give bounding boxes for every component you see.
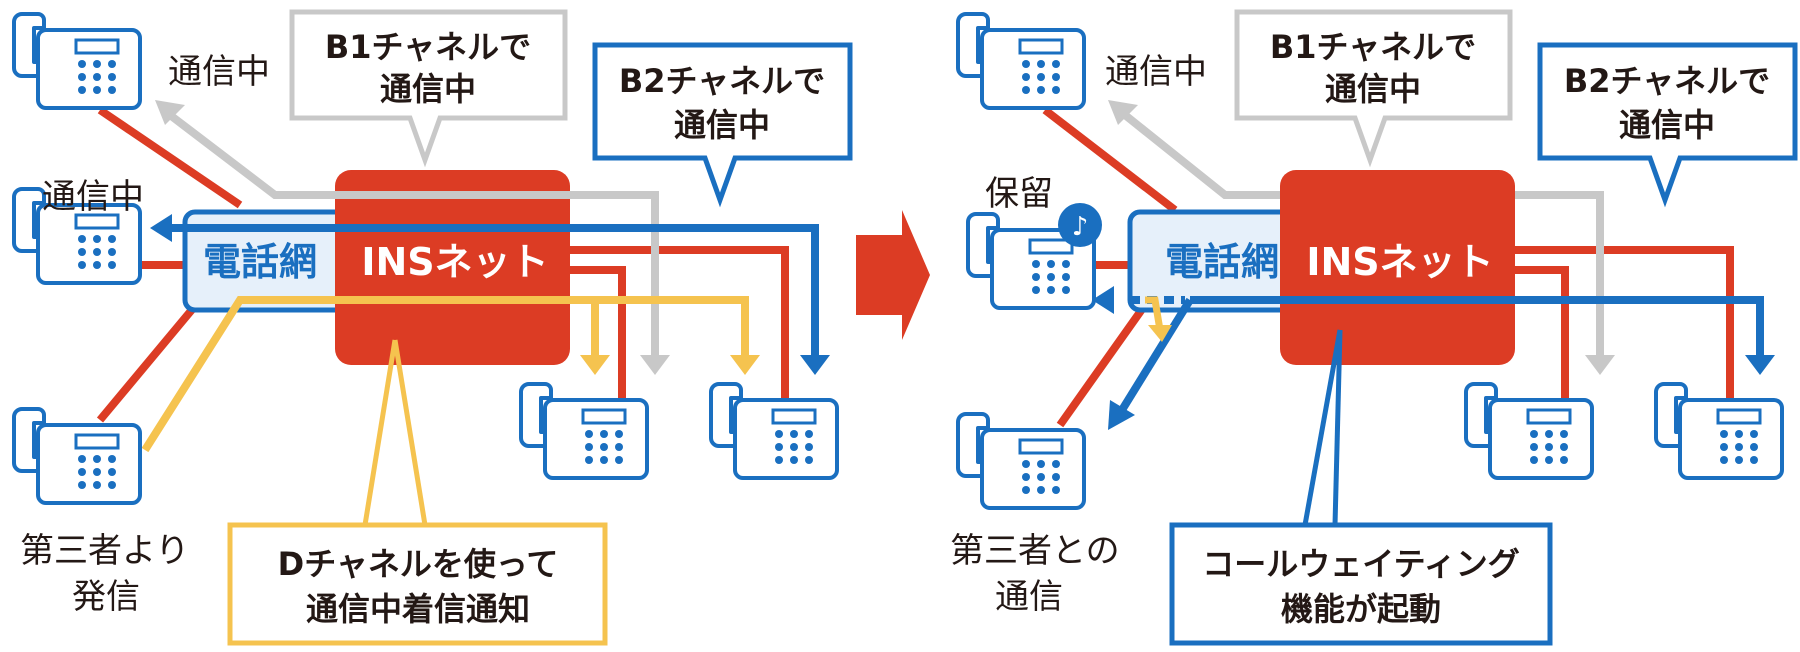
left-phone-mid-label: 通信中 bbox=[42, 177, 144, 217]
left-ins-box bbox=[335, 170, 570, 365]
right-phone-top bbox=[956, 12, 1086, 110]
left-phone-bottom-label-2: 発信 bbox=[72, 577, 140, 617]
right-callout-b1-line1: B1チャネルで bbox=[1270, 28, 1476, 66]
left-red-lines bbox=[96, 106, 789, 423]
svg-text:♪: ♪ bbox=[1072, 212, 1089, 242]
left-phone-recv-2 bbox=[709, 382, 839, 480]
left-ins-label: INSネット bbox=[361, 240, 548, 284]
left-callout-d bbox=[227, 339, 608, 646]
left-blue-line bbox=[150, 214, 830, 375]
right-phone-recv-2 bbox=[1654, 382, 1784, 480]
left-diagram bbox=[12, 9, 853, 646]
transition-arrow bbox=[856, 210, 930, 340]
left-network-label: 電話網 bbox=[203, 240, 317, 284]
left-callout-d-line2: 通信中着信通知 bbox=[306, 590, 530, 628]
right-callout-b2 bbox=[1537, 42, 1798, 208]
left-callout-b2-line2: 通信中 bbox=[674, 106, 770, 144]
right-callout-cw-line2: 機能が起動 bbox=[1281, 590, 1441, 628]
right-callout-b2-line2: 通信中 bbox=[1619, 106, 1715, 144]
right-phone-recv-1 bbox=[1464, 382, 1594, 480]
right-diagram: ♪ bbox=[956, 9, 1798, 646]
left-gray-line bbox=[155, 100, 670, 375]
right-phone-hold-label: 保留 bbox=[985, 174, 1053, 214]
left-yellow-line bbox=[141, 296, 760, 453]
left-phone-top bbox=[12, 12, 142, 110]
right-ins-box bbox=[1280, 170, 1515, 365]
left-phone-top-label: 通信中 bbox=[168, 52, 270, 92]
right-callout-cw bbox=[1169, 329, 1553, 646]
right-ins-label: INSネット bbox=[1306, 240, 1493, 284]
right-callout-b1-line2: 通信中 bbox=[1325, 70, 1421, 108]
right-phone-top-label: 通信中 bbox=[1105, 52, 1207, 92]
left-phone-recv-1 bbox=[519, 382, 649, 480]
left-callout-b1-line1: B1チャネルで bbox=[325, 28, 531, 66]
left-phone-bottom bbox=[12, 407, 142, 505]
right-yellow-arrow bbox=[1145, 296, 1172, 342]
right-callout-b1 bbox=[1234, 9, 1513, 168]
left-callout-b1-line2: 通信中 bbox=[380, 70, 476, 108]
right-phone-bottom-label-1: 第三者との bbox=[950, 531, 1120, 571]
right-blue-lines bbox=[1092, 286, 1775, 430]
left-callout-b2 bbox=[592, 42, 853, 208]
right-phone-bottom-label-2: 通信 bbox=[995, 577, 1063, 617]
music-note-icon: ♪ bbox=[1058, 203, 1102, 247]
left-callout-b1 bbox=[289, 9, 568, 168]
right-red-lines bbox=[1042, 106, 1734, 428]
right-phone-bottom bbox=[956, 412, 1086, 510]
right-callout-b2-line1: B2チャネルで bbox=[1564, 62, 1770, 100]
right-callout-cw-line1: コールウェイティング bbox=[1202, 545, 1519, 583]
right-network-label: 電話網 bbox=[1165, 240, 1279, 284]
left-phone-bottom-label-1: 第三者より bbox=[20, 531, 189, 571]
left-callout-b2-line1: B2チャネルで bbox=[619, 62, 825, 100]
left-callout-d-line1: Dチャネルを使って bbox=[278, 545, 559, 583]
